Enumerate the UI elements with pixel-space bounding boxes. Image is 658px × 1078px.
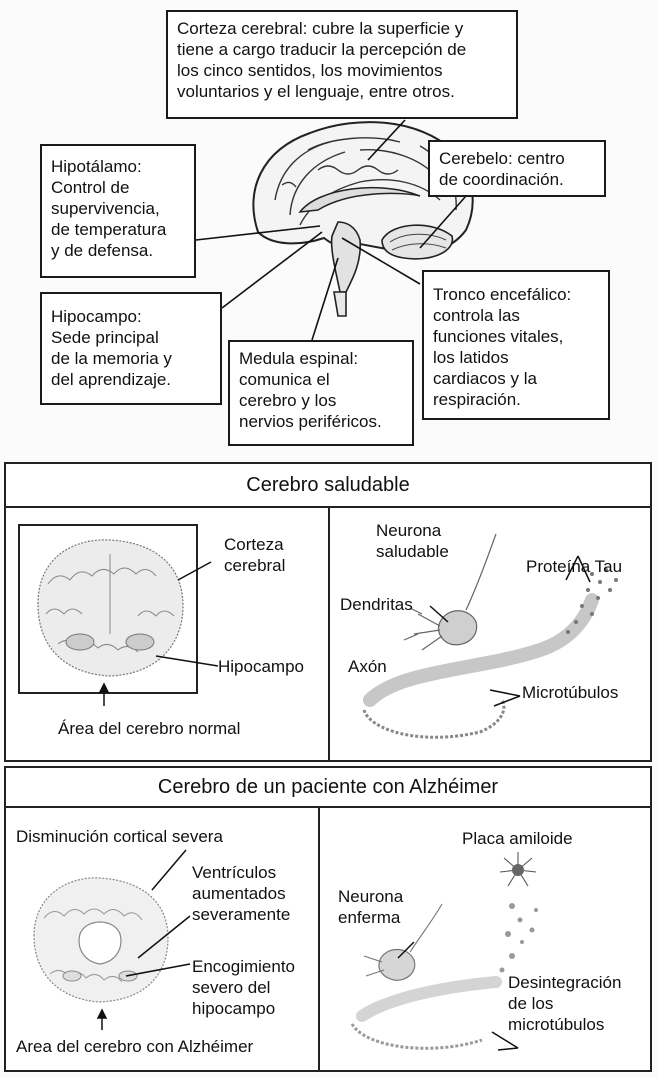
panel-title: Cerebro de un paciente con Alzhéimer — [6, 768, 650, 808]
label-line: Encogimiento — [192, 957, 296, 976]
label-line: severo del — [192, 978, 271, 997]
callout-line: Hipocampo: — [51, 307, 142, 326]
brain-coronal-alzheimer-illustration — [33, 877, 169, 1003]
label-line: saludable — [376, 542, 449, 561]
callout-line: de coordinación. — [439, 170, 564, 189]
label-line: Area del cerebro con Alzhéimer — [16, 1037, 254, 1056]
callout-line: Cerebelo: centro — [439, 149, 565, 168]
brain-coronal-normal-illustration — [18, 524, 198, 694]
callout-line: supervivencia, — [51, 199, 160, 218]
label-line: microtúbulos — [508, 1015, 605, 1034]
panel-cerebro-saludable: Cerebro saludable Corteza cerebral Hipoc… — [4, 462, 652, 762]
label-neurona-saludable: Neurona saludable — [376, 520, 449, 562]
label-line: de los — [508, 994, 554, 1013]
callout-line: los latidos — [433, 348, 509, 367]
label-line: Axón — [348, 657, 387, 676]
healthy-brain-leader-lines — [98, 561, 219, 706]
label-line: Dendritas — [340, 595, 413, 614]
label-line: Desintegración — [508, 973, 622, 992]
label-line: Disminución cortical severa — [16, 827, 223, 846]
label-corteza-cerebral: Corteza cerebral — [224, 534, 285, 576]
callout-line: Sede principal — [51, 328, 159, 347]
label-line: Microtúbulos — [522, 683, 619, 702]
label-line: Proteína Tau — [526, 557, 623, 576]
label-line: Neurona — [376, 521, 442, 540]
label-line: cerebral — [224, 556, 286, 575]
callout-line: Corteza cerebral: cubre la superficie y — [177, 19, 464, 38]
callout-line: de temperatura — [51, 220, 167, 239]
callout-line: comunica el — [239, 370, 330, 389]
brain-sagittal-illustration — [195, 119, 474, 341]
callout-line: tiene a cargo traducir la percepción de — [177, 40, 467, 59]
panel-divider — [328, 508, 330, 760]
label-microtubulos: Microtúbulos — [522, 682, 618, 703]
label-area-normal: Área del cerebro normal — [58, 718, 240, 739]
label-line: enferma — [338, 908, 401, 927]
callout-line: controla las — [433, 306, 520, 325]
label-line: Área del cerebro normal — [58, 719, 241, 738]
alz-brain-leader-lines — [96, 849, 191, 1030]
label-area-alzheimer: Area del cerebro con Alzhéimer — [16, 1036, 253, 1057]
label-line: aumentados — [192, 884, 286, 903]
label-line: Neurona — [338, 887, 404, 906]
label-line: Corteza — [224, 535, 284, 554]
label-ventriculos: Ventrículos aumentados severamente — [192, 862, 290, 925]
callout-line: Control de — [51, 178, 130, 197]
callout-cerebelo: Cerebelo: centro de coordinación. — [428, 140, 606, 197]
label-line: Ventrículos — [192, 863, 277, 882]
callout-line: los cinco sentidos, los movimientos — [177, 61, 443, 80]
callout-line: nervios periféricos. — [239, 412, 382, 431]
label-desintegracion: Desintegración de los microtúbulos — [508, 972, 621, 1035]
neuron-diseased-illustration — [350, 852, 538, 1051]
callout-corteza-cerebral: Corteza cerebral: cubre la superficie y … — [166, 10, 518, 119]
callout-line: cardiacos y la — [433, 369, 537, 388]
label-proteina-tau: Proteína Tau — [526, 556, 622, 577]
callout-line: respiración. — [433, 390, 521, 409]
panel-cerebro-alzheimer: Cerebro de un paciente con Alzhéimer Dis… — [4, 766, 652, 1072]
panel-title-text: Cerebro saludable — [246, 474, 410, 496]
callout-line: y de defensa. — [51, 241, 154, 260]
panel-divider — [318, 808, 320, 1070]
label-placa-amiloide: Placa amiloide — [462, 828, 573, 849]
label-line: severamente — [192, 905, 291, 924]
callout-line: de la memoria y — [51, 349, 172, 368]
label-neurona-enferma: Neurona enferma — [338, 886, 403, 928]
callout-tronco-encefalico: Tronco encefálico: controla las funcione… — [422, 270, 610, 420]
label-line: hipocampo — [192, 999, 276, 1018]
neuron-healthy-illustration — [362, 533, 618, 739]
label-line: Hipocampo — [218, 657, 304, 676]
label-axon: Axón — [348, 656, 387, 677]
callout-line: funciones vitales, — [433, 327, 564, 346]
label-dendritas: Dendritas — [340, 594, 413, 615]
label-disminucion-cortical: Disminución cortical severa — [16, 826, 223, 847]
callout-line: Medula espinal: — [239, 349, 359, 368]
callout-medula-espinal: Medula espinal: comunica el cerebro y lo… — [228, 340, 414, 446]
callout-hipocampo: Hipocampo: Sede principal de la memoria … — [40, 292, 222, 405]
label-encogimiento: Encogimiento severo del hipocampo — [192, 956, 295, 1019]
callout-line: Tronco encefálico: — [433, 285, 572, 304]
panel-title-text: Cerebro de un paciente con Alzhéimer — [157, 776, 499, 798]
callout-line: Hipotálamo: — [51, 157, 142, 176]
callout-hipotalamo: Hipotálamo: Control de supervivencia, de… — [40, 144, 196, 278]
label-line: Placa amiloide — [462, 829, 573, 848]
callout-line: del aprendizaje. — [51, 370, 172, 389]
callout-line: voluntarios y el lenguaje, entre otros. — [177, 82, 455, 101]
callout-line: cerebro y los — [239, 391, 337, 410]
panel-title: Cerebro saludable — [6, 464, 650, 508]
label-hipocampo: Hipocampo — [218, 656, 304, 677]
